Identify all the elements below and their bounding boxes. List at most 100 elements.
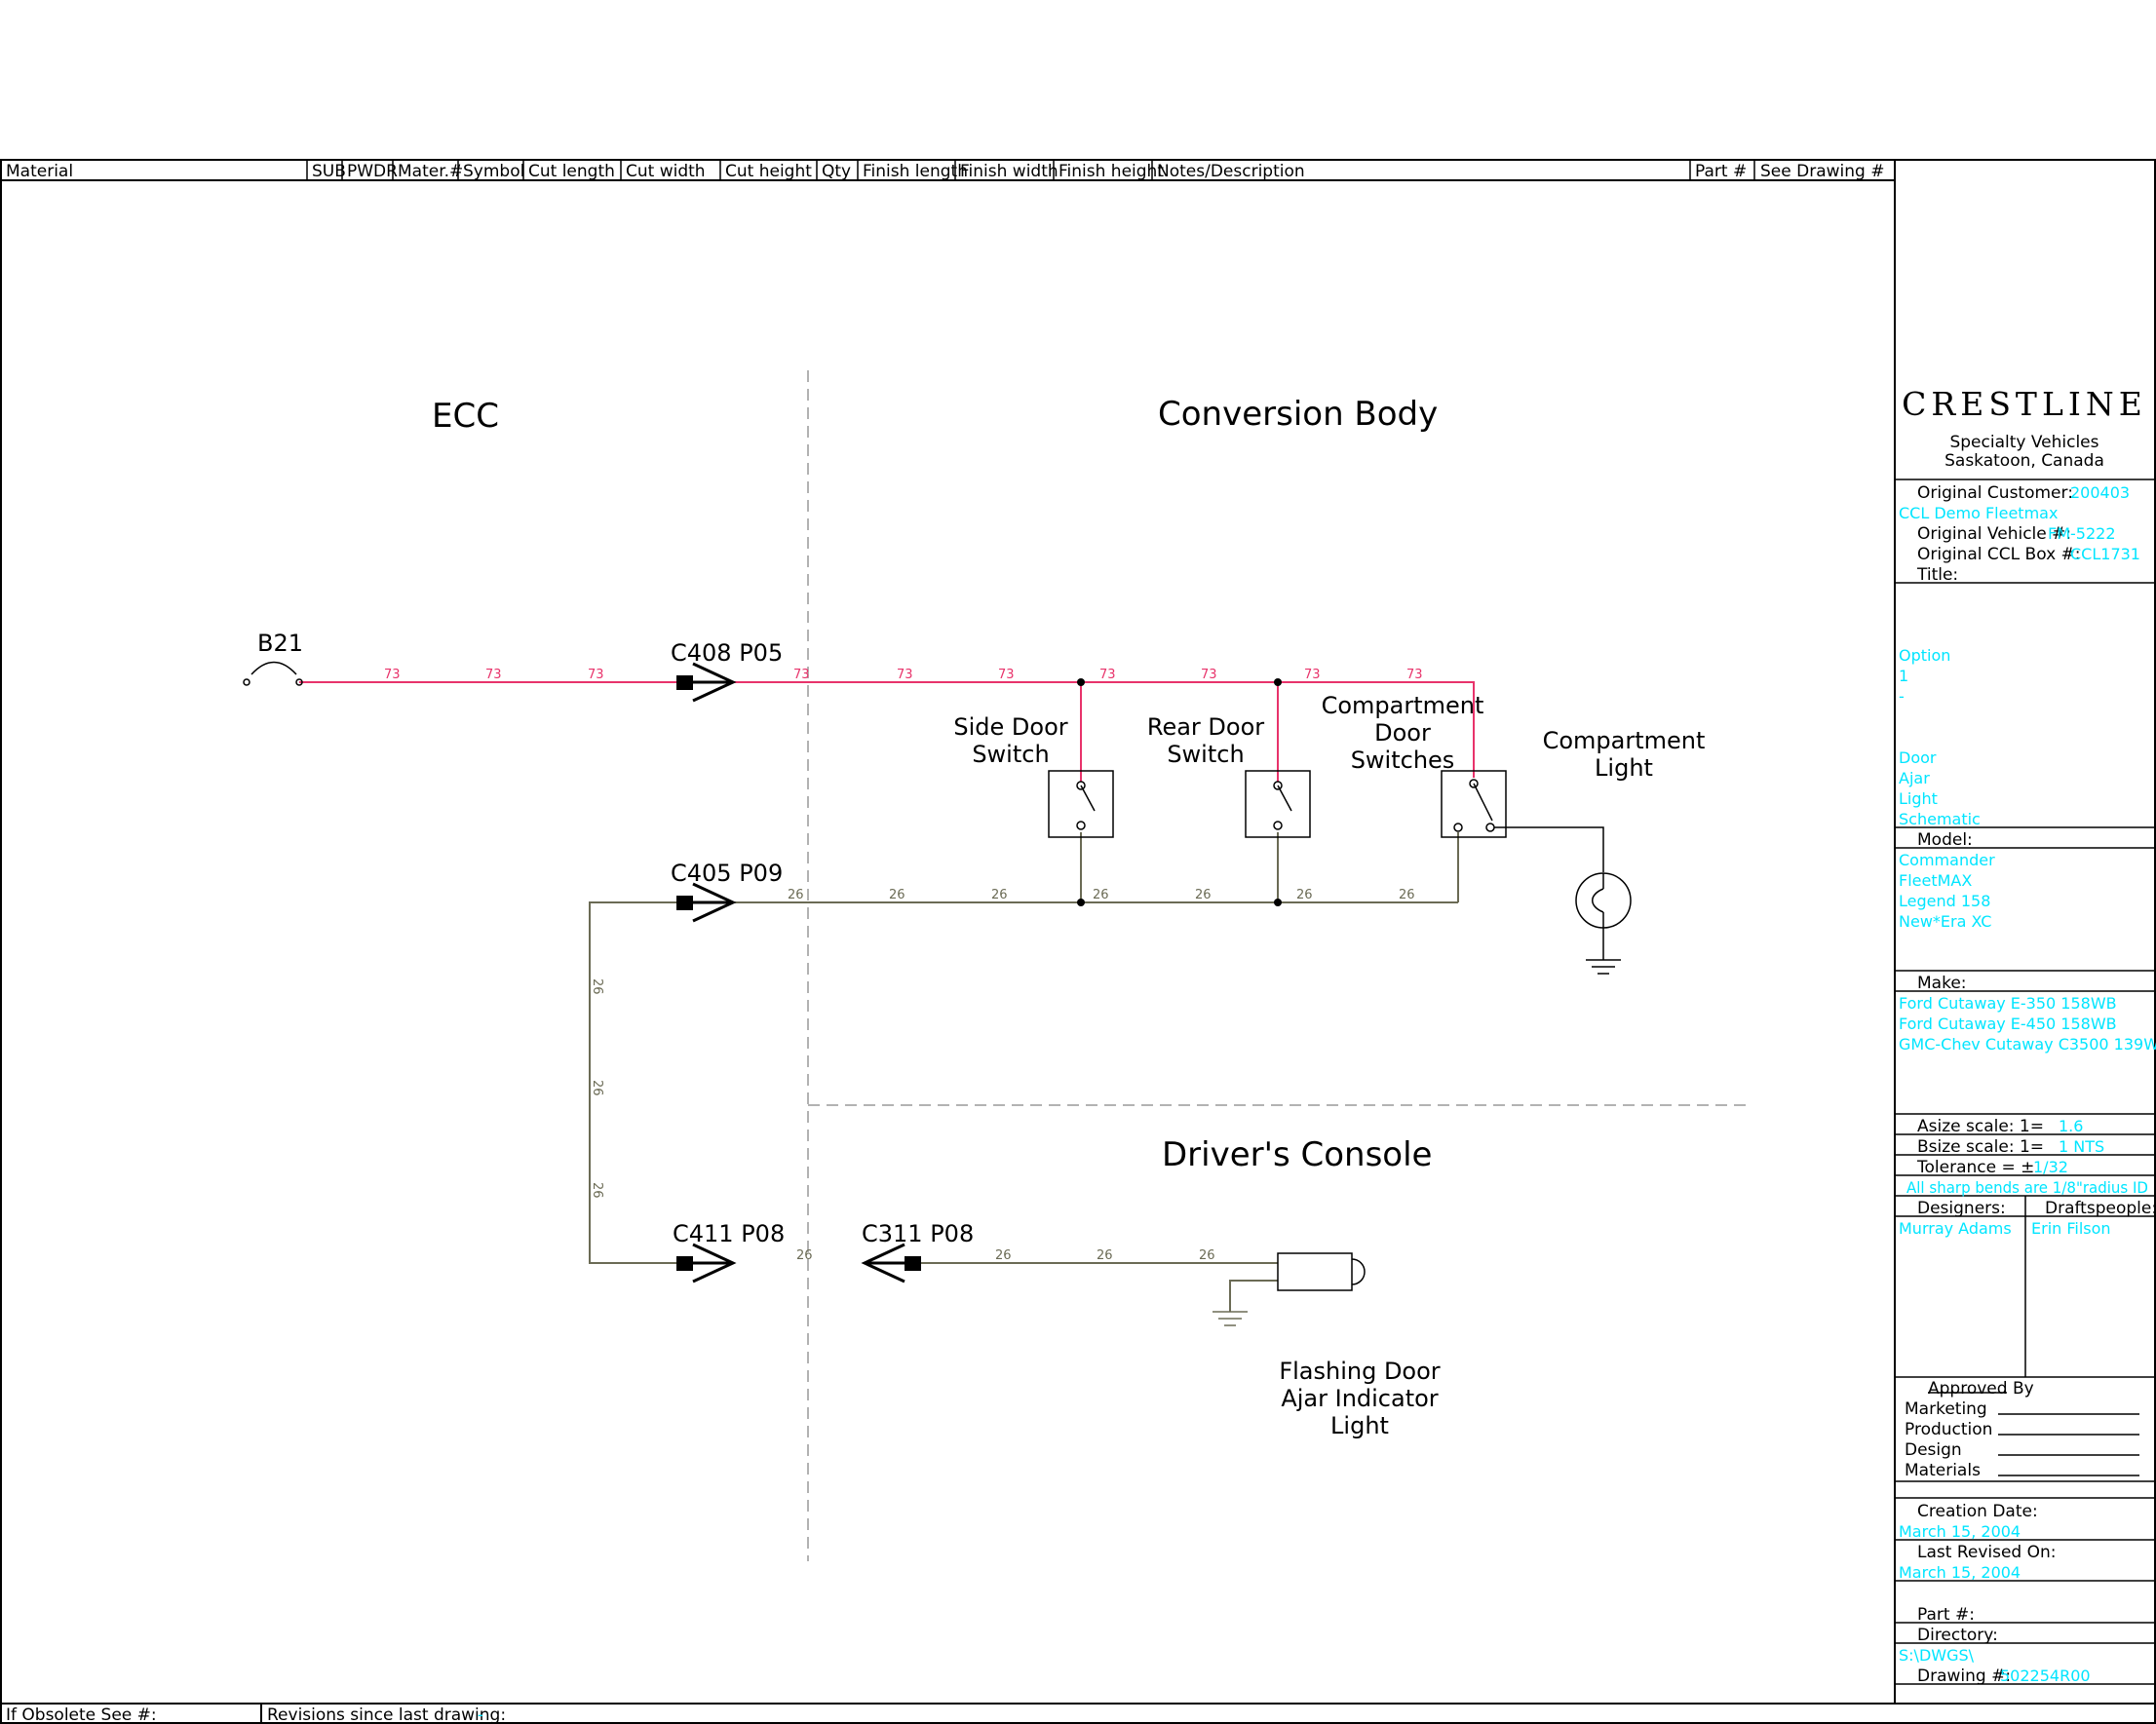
splice-dot — [1274, 678, 1282, 686]
wire-number: 73 — [588, 668, 604, 682]
zone-label-drivers-console: Driver's Console — [1162, 1135, 1432, 1174]
asize-label: Asize scale: 1= — [1917, 1117, 2044, 1136]
splice-dot — [1274, 899, 1282, 906]
model-list: Commander FleetMAX Legend 158 New*Era XC — [1899, 851, 1995, 931]
bends-note: All sharp bends are 1/8"radius ID — [1906, 1178, 2148, 1197]
header-qty: Qty — [822, 162, 851, 181]
label-c311: C311 P08 — [862, 1220, 974, 1247]
connector-c311-icon — [861, 1243, 921, 1283]
tolerance-value: 1/32 — [2033, 1158, 2068, 1176]
header-symbol: Symbol — [463, 162, 524, 181]
label-c405: C405 P09 — [671, 860, 783, 887]
part-label: Part #: — [1917, 1605, 1975, 1625]
wire-number: 26 — [1195, 888, 1212, 902]
header-part-no: Part # — [1695, 162, 1747, 181]
label-rear-door-2: Switch — [1167, 741, 1244, 768]
wire-number: 26 — [590, 1182, 604, 1199]
wire-number: 26 — [590, 1080, 604, 1096]
original-ccl-box-label: Original CCL Box #: — [1917, 545, 2081, 564]
label-b21: B21 — [257, 630, 303, 657]
label-flashing-3: Light — [1330, 1412, 1389, 1439]
draftsperson-name: Erin Filson — [2031, 1219, 2111, 1238]
splice-dot — [1077, 678, 1085, 686]
side-door-switch-icon — [1048, 770, 1114, 838]
wire-number: 73 — [485, 668, 502, 682]
make-item: Ford Cutaway E-350 158WB — [1899, 994, 2117, 1013]
console-ground-icon — [1213, 1311, 1248, 1326]
asize-value: 1.6 — [2059, 1117, 2083, 1135]
wire-number: 26 — [991, 888, 1008, 902]
company-line-2: Saskatoon, Canada — [1944, 451, 2104, 471]
original-ccl-box-value: CCL1731 — [2070, 545, 2140, 563]
drawing-frame — [0, 159, 2156, 1724]
designers-label: Designers: — [1917, 1199, 2006, 1218]
company-line-1: Specialty Vehicles — [1949, 433, 2098, 452]
bsize-label: Bsize scale: 1= — [1917, 1137, 2044, 1157]
compartment-light-icon — [1494, 826, 1632, 975]
directory-label: Directory: — [1917, 1626, 1998, 1645]
compartment-door-switches-icon — [1441, 770, 1507, 838]
connector-c411-icon — [676, 1243, 737, 1283]
zone-dividers — [807, 370, 1750, 1561]
connector-c405-icon — [676, 882, 737, 923]
make-list: Ford Cutaway E-350 158WB Ford Cutaway E-… — [1899, 994, 2156, 1054]
tolerance-label: Tolerance = ± — [1916, 1158, 2034, 1177]
draftspeople-label: Draftspeople: — [2045, 1199, 2156, 1218]
header-sub: SUB — [312, 162, 346, 181]
obsolete-label: If Obsolete See #: — [6, 1705, 157, 1724]
label-side-door-1: Side Door — [953, 713, 1067, 741]
ground-wire-26 — [589, 832, 1459, 1312]
approval-marketing: Marketing — [1905, 1399, 1987, 1419]
title-line: 1 — [1899, 667, 1908, 685]
wire-number: 73 — [1099, 668, 1116, 682]
wire-number: 73 — [998, 668, 1015, 682]
zone-label-ecc: ECC — [432, 397, 499, 436]
connector-c408-icon — [676, 662, 737, 703]
approval-production: Production — [1905, 1420, 1992, 1439]
splice-points — [1077, 678, 1282, 906]
wire-number: 26 — [1097, 1248, 1113, 1263]
wire-number: 26 — [1399, 888, 1415, 902]
header-mater-no: Mater.# — [398, 162, 463, 181]
header-finish-length: Finish length — [863, 162, 968, 181]
crestline-logo: CRESTLINE — [1902, 385, 2147, 423]
rear-door-switch-icon — [1245, 770, 1311, 838]
wire-number: 73 — [793, 668, 810, 682]
power-wire-73 — [299, 681, 1475, 782]
make-item: GMC-Chev Cutaway C3500 139WB — [1899, 1035, 2156, 1054]
label-compartment-light-2: Light — [1595, 754, 1653, 782]
revisions-value: - — [478, 1705, 483, 1724]
wire-number: 26 — [590, 978, 604, 995]
wire-number: 73 — [1304, 668, 1321, 682]
wire-numbers-73: 73 73 73 73 73 73 73 73 73 73 — [384, 668, 1423, 682]
label-flashing-1: Flashing Door — [1279, 1358, 1440, 1385]
make-label: Make: — [1917, 974, 1967, 993]
title-line: Door — [1899, 748, 1937, 767]
label-rear-door-1: Rear Door — [1147, 713, 1264, 741]
original-vehicle-label: Original Vehicle #: — [1917, 524, 2071, 544]
title-line: Ajar — [1899, 769, 1930, 787]
model-label: Model: — [1917, 830, 1973, 850]
model-item: Legend 158 — [1899, 892, 1990, 910]
make-item: Ford Cutaway E-450 158WB — [1899, 1015, 2117, 1033]
wire-number: 26 — [796, 1248, 813, 1263]
approval-materials: Materials — [1905, 1461, 1981, 1480]
drawing-value: 502254R00 — [2000, 1667, 2091, 1685]
wire-number: 26 — [1296, 888, 1313, 902]
flashing-indicator-light-icon — [1277, 1252, 1366, 1291]
wire-number: 73 — [1406, 668, 1423, 682]
title-line: - — [1899, 687, 1905, 706]
wire-number: 73 — [1201, 668, 1217, 682]
revisions-label: Revisions since last drawing: — [267, 1705, 506, 1724]
last-revised-value: March 15, 2004 — [1899, 1563, 2021, 1582]
header-notes: Notes/Description — [1157, 162, 1305, 181]
header-finish-height: Finish height — [1059, 162, 1164, 181]
designer-name: Murray Adams — [1899, 1219, 2012, 1238]
breaker-b21-icon — [243, 661, 303, 686]
wire-numbers-26: 26 26 26 26 26 26 26 26 26 26 26 26 26 2… — [590, 888, 1415, 1263]
directory-value: S:\DWGS\ — [1899, 1646, 1975, 1665]
customer-name: CCL Demo Fleetmax — [1899, 504, 2058, 522]
title-line: Option — [1899, 646, 1950, 665]
header-cut-width: Cut width — [626, 162, 706, 181]
